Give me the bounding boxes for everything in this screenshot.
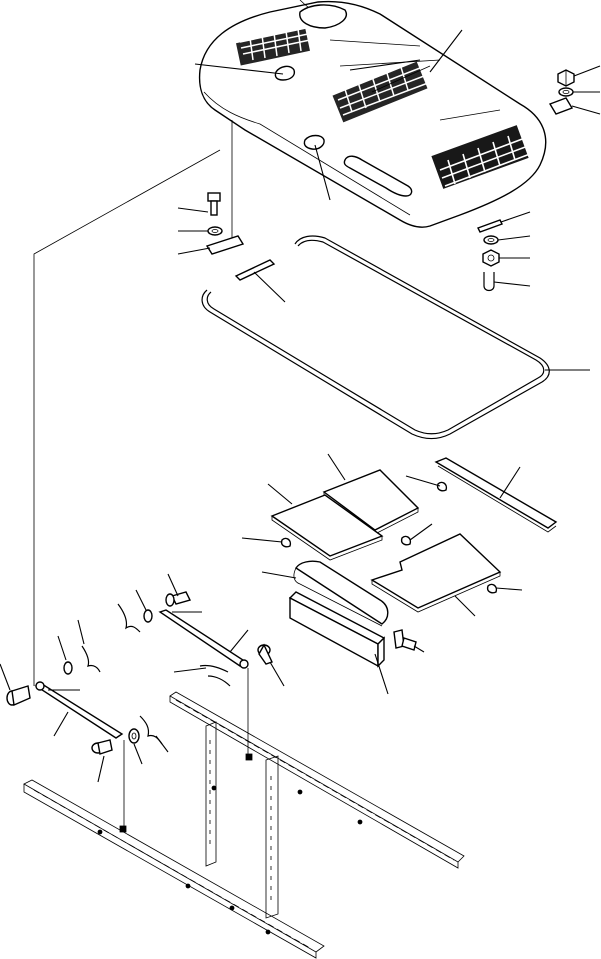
- vent-grille-right: [431, 125, 531, 189]
- nut-top-right: [557, 65, 601, 87]
- washer-top-right: [558, 87, 600, 97]
- washer-right: [483, 235, 531, 245]
- spring-pin-lower-2: [139, 715, 169, 753]
- insulation-pad-right: [370, 533, 502, 617]
- frame-post-right: [265, 755, 279, 919]
- strip-right: [477, 211, 531, 233]
- frame-rail-lower: [23, 779, 325, 959]
- bolt-lower-left: [0, 663, 31, 707]
- insulation-pad-lower: [267, 483, 384, 561]
- bracket-left: [177, 235, 245, 255]
- seal-strip: [234, 259, 286, 303]
- hinge-pin-upper: [165, 573, 192, 607]
- frame-rail-upper: [169, 691, 465, 869]
- leader-lines-hood: [194, 29, 463, 201]
- spring-pin-lower: [77, 619, 101, 673]
- nut-right: [482, 249, 530, 267]
- spring-pin-upper: [117, 603, 141, 633]
- pin-right: [257, 643, 285, 687]
- hood-cover: [198, 0, 547, 228]
- long-leader-line: [33, 120, 233, 686]
- washer-left: [178, 226, 223, 236]
- bolt-left: [177, 192, 221, 216]
- vent-grille-center: [332, 61, 429, 123]
- insulation-pad-upper: [322, 453, 420, 535]
- bracket-top-right: [548, 97, 601, 115]
- hinge-arm-lower: [34, 681, 124, 739]
- frame-post-left: [205, 721, 217, 867]
- curved-panel: [261, 560, 389, 627]
- washer-lower: [57, 635, 73, 675]
- foam-block: [288, 591, 389, 695]
- pin-lower: [91, 739, 113, 783]
- small-clips-pads: [241, 475, 523, 653]
- washer-upper: [135, 589, 153, 623]
- strip-long: [434, 457, 558, 533]
- frame-details: [97, 753, 363, 935]
- hinge-arm-upper: [158, 609, 249, 669]
- vent-grille-left: [236, 27, 311, 66]
- washer-lower-2: [128, 728, 143, 765]
- retaining-clip-mid: [173, 664, 231, 687]
- u-clip: [483, 272, 531, 292]
- gasket-seal: [201, 235, 590, 440]
